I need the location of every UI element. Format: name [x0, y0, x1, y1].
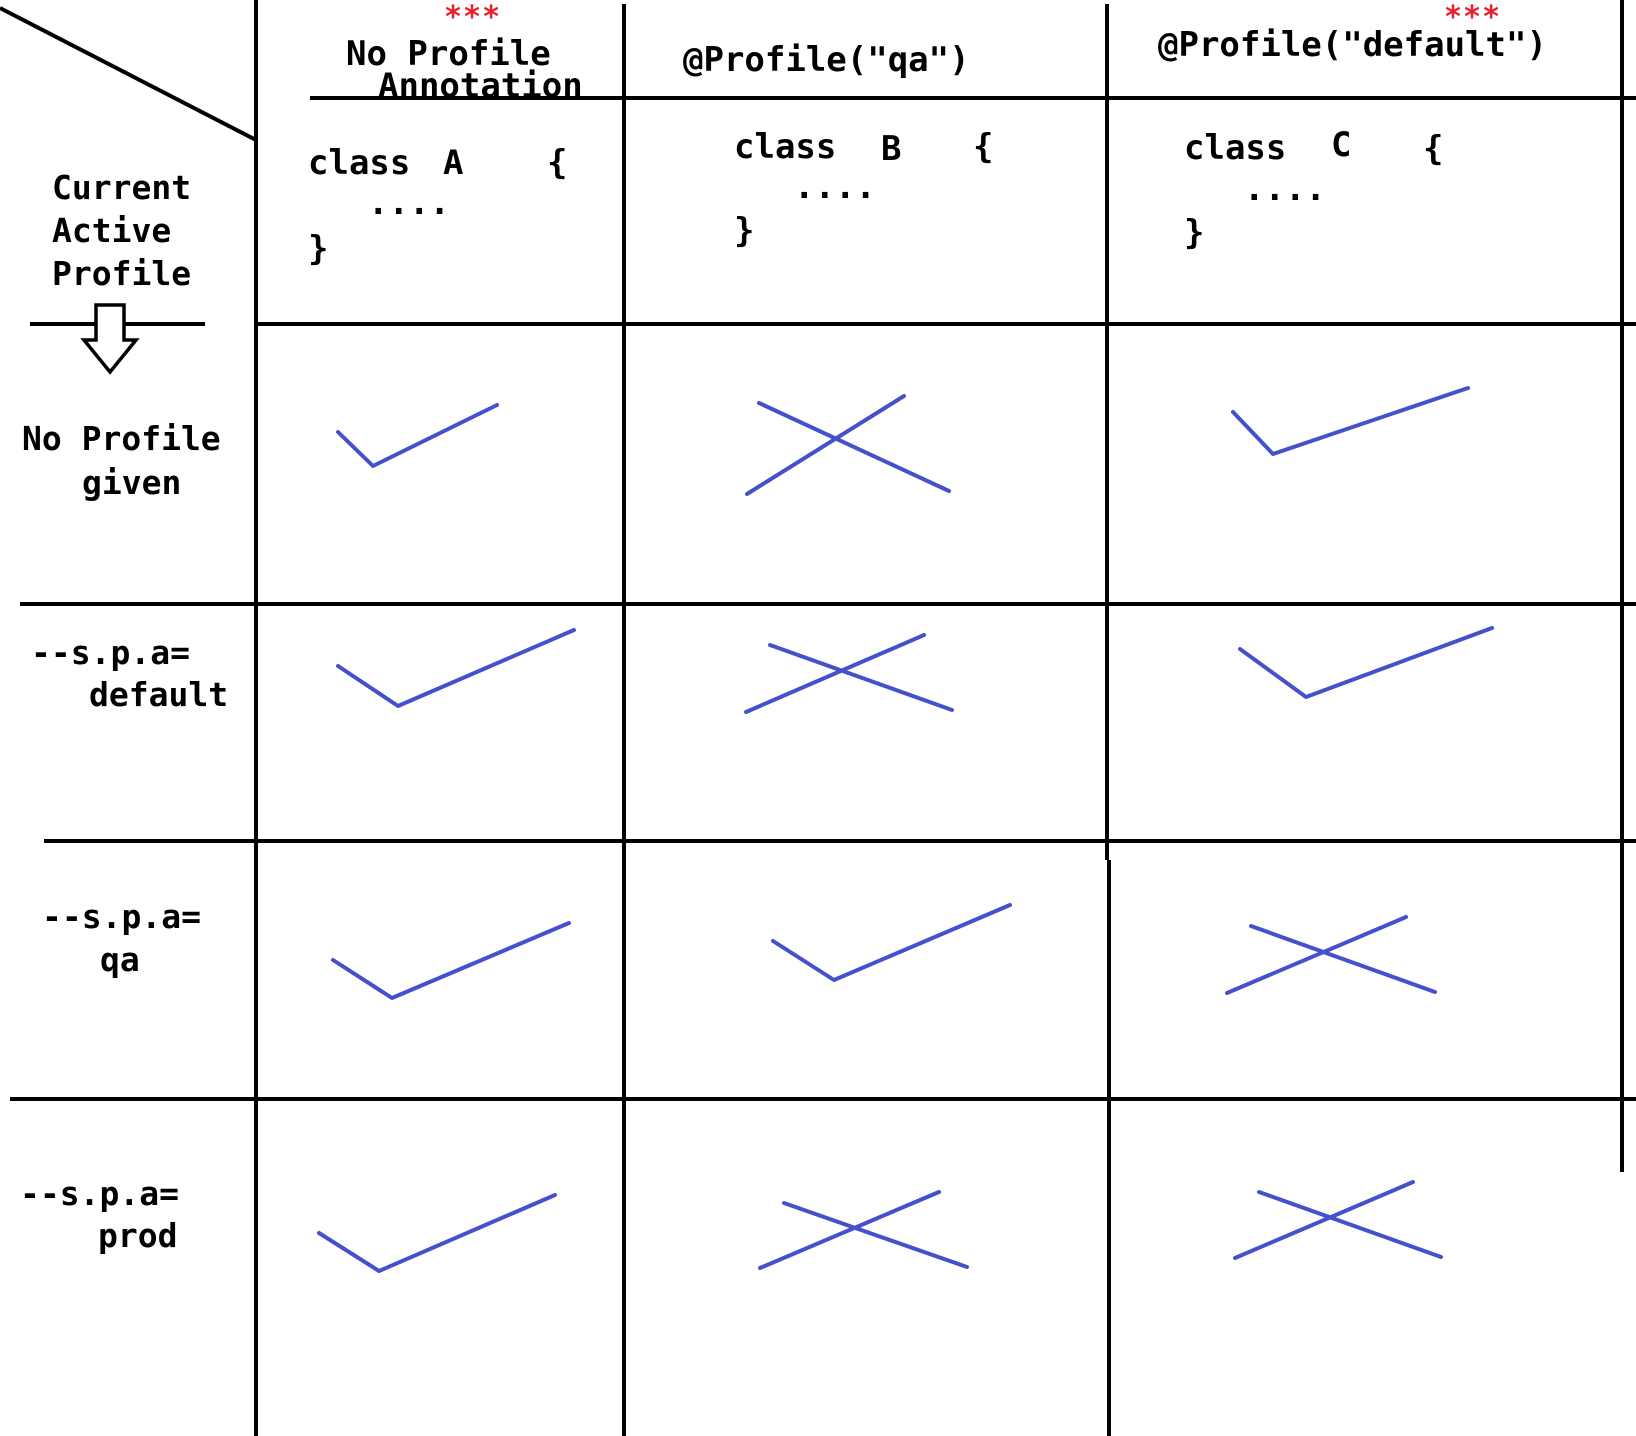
marks-layer [317, 386, 1494, 1273]
row-label-spa-2: --s.p.a= [42, 897, 201, 936]
class-c-keyword: class [1184, 128, 1287, 168]
cross-mark-icon [745, 394, 951, 496]
class-a-name: A [443, 143, 464, 183]
class-b-keyword: class [734, 127, 837, 167]
corner-diagonal [0, 6, 257, 142]
row-label-given: given [82, 463, 182, 502]
check-mark-icon [336, 403, 499, 468]
column-header-profile-qa: @Profile("qa") [683, 40, 970, 80]
class-a-open-brace: { [547, 143, 568, 183]
star-marker-col-3: *** [1444, 0, 1502, 35]
check-mark-icon [1231, 386, 1470, 456]
row-label-spa-1: --s.p.a= [31, 633, 190, 672]
cross-mark-icon [744, 633, 954, 714]
class-b-body: .... [794, 167, 876, 207]
class-c-name: C [1331, 125, 1352, 165]
column-header-profile-default: @Profile("default") [1158, 25, 1547, 65]
corner-label-line-1: Current [52, 168, 192, 207]
row-label-spa-3: --s.p.a= [20, 1174, 179, 1213]
class-c-close-brace: } [1184, 213, 1205, 253]
row-label-prod: prod [98, 1216, 178, 1255]
class-c-open-brace: { [1423, 129, 1444, 169]
class-b-open-brace: { [973, 127, 994, 167]
class-a-keyword: class [308, 143, 411, 183]
row-label-qa: qa [100, 940, 140, 979]
check-mark-icon [336, 628, 576, 708]
class-a-body: .... [368, 183, 450, 223]
check-mark-icon [331, 921, 571, 1000]
star-marker-col-1: *** [444, 0, 502, 35]
class-b-name: B [881, 129, 902, 169]
column-header-annotation: Annotation [378, 66, 583, 106]
row-label-no-profile: No Profile [22, 419, 221, 458]
cross-mark-icon [1233, 1180, 1443, 1260]
down-arrow-icon [80, 303, 140, 375]
check-mark-icon [317, 1193, 557, 1273]
class-c-body: .... [1244, 169, 1326, 209]
corner-label-line-2: Active [52, 211, 172, 250]
cross-mark-icon [758, 1190, 969, 1270]
row-label-default: default [89, 675, 229, 714]
cross-mark-icon [1225, 915, 1437, 995]
check-mark-icon [771, 903, 1012, 982]
column-header-no-profile: No Profile [346, 34, 551, 74]
class-b-close-brace: } [734, 211, 755, 251]
class-a-close-brace: } [308, 229, 329, 269]
check-mark-icon [1238, 626, 1494, 699]
corner-label-line-3: Profile [52, 254, 192, 293]
